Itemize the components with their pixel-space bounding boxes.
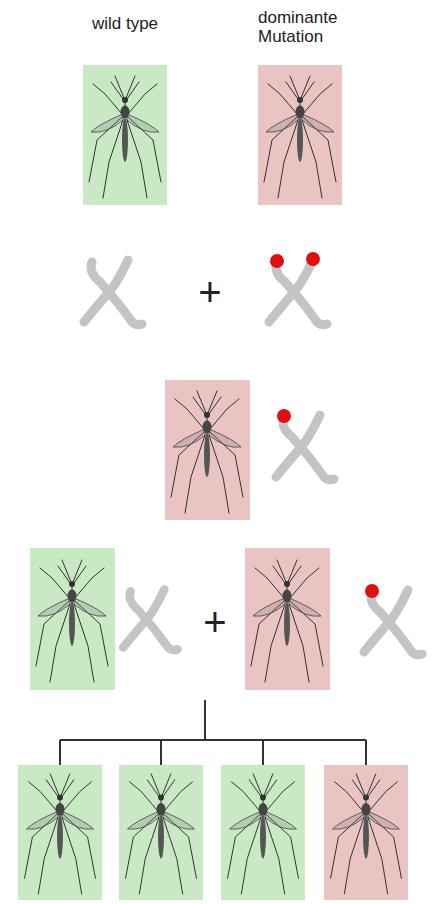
mutation-dot [306, 252, 320, 266]
heading-text: dominante Mutation [258, 8, 358, 46]
mutant-panel [324, 765, 408, 900]
mosquito-figure [264, 76, 336, 198]
cross-sign: + [198, 272, 221, 312]
mutation-dot [365, 584, 379, 598]
wild-type-panel [119, 765, 203, 900]
chromosome-figure [269, 260, 327, 325]
mosquito-figure [126, 774, 197, 894]
wild-type-panel [221, 765, 305, 900]
mosquito-figure [331, 774, 402, 894]
mosquito-figure [25, 774, 96, 894]
mutation-heading-box: dominante Mutation [258, 8, 358, 46]
mosquito-figure [36, 560, 108, 682]
mutation-dot [277, 409, 291, 423]
cross-sign: + [203, 602, 226, 642]
mutation-dot [270, 254, 284, 268]
offspring-tree [60, 700, 366, 765]
mosquito-figure [171, 391, 243, 513]
chromosome-figure [84, 260, 142, 325]
wild-type-heading-box: wild type [60, 14, 190, 33]
mutant-panel [165, 380, 250, 520]
chromosome-figure [364, 590, 422, 655]
mosquito-figure [89, 76, 161, 198]
wild-type-panel [83, 65, 167, 205]
mosquito-figure [228, 774, 299, 894]
wild-type-panel [30, 548, 115, 690]
mosquito-figure [251, 560, 323, 682]
chromosome-figure [276, 415, 334, 480]
chromosome-figure [123, 589, 177, 650]
wild-type-panel [18, 765, 102, 900]
mutant-panel [258, 65, 342, 205]
heading-text: wild type [60, 14, 190, 33]
mutant-panel [245, 548, 330, 690]
